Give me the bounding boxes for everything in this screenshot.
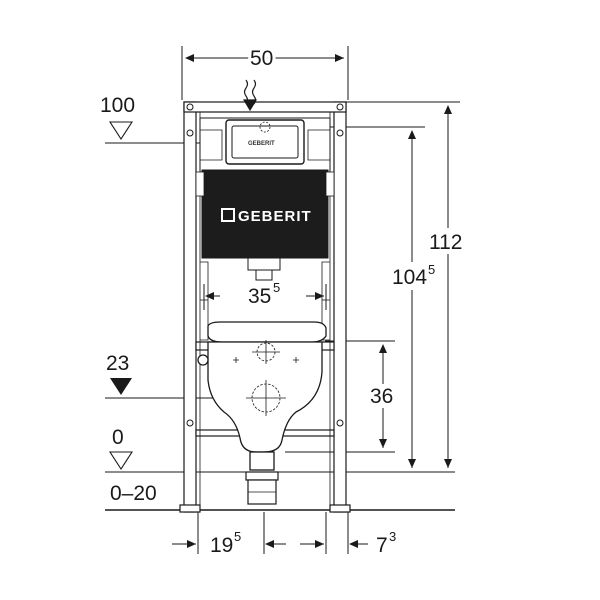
bowl-crosshairs [233, 340, 299, 416]
cistern-brand: GEBERIT [238, 208, 312, 225]
level-marker-floor: 0 [108, 426, 134, 471]
level-marker-top: 100 [100, 94, 135, 141]
dim-bottom-left-sup: 5 [234, 529, 241, 544]
dim-flush-spacing-label: 35 [248, 285, 271, 308]
dim-frame-height: 104 5 [390, 262, 442, 290]
level-floor-label: 0 [112, 426, 124, 449]
dim-frame-height-label: 104 [392, 266, 427, 289]
side-struts [200, 261, 330, 341]
cistern: GEBERIT GEBERIT [195, 117, 335, 281]
dim-bottom-right-sup: 3 [389, 529, 396, 544]
wc-bowl [197, 321, 327, 471]
dim-total-height-label: 112 [429, 231, 462, 254]
drain-pipe [245, 471, 279, 505]
dim-bowl-height-label: 36 [370, 385, 393, 408]
dimension-lines [172, 46, 452, 554]
level-marker-seat: 23 [106, 352, 132, 395]
dim-total-height: 112 [428, 228, 472, 254]
flush-plate-brand: GEBERIT [248, 141, 275, 147]
dim-bottom-left-label: 19 [210, 534, 233, 557]
water-supply-icon [242, 79, 258, 112]
dim-frame-height-sup: 5 [428, 262, 435, 277]
flush-plate [225, 119, 305, 165]
dim-flush-spacing: 35 5 [248, 280, 280, 308]
dim-bottom-right: 7 3 [376, 529, 396, 557]
level-seat-label: 23 [106, 352, 129, 375]
dim-flush-spacing-sup: 5 [273, 280, 280, 295]
geberit-logo-icon [221, 208, 235, 222]
level-top-label: 100 [100, 94, 135, 117]
dim-bowl-height: 36 [366, 384, 400, 408]
dim-bottom-left: 19 5 [210, 529, 241, 557]
dim-bottom-right-label: 7 [376, 534, 388, 557]
level-floor-range-label: 0–20 [110, 482, 157, 505]
dim-width-label: 50 [250, 47, 273, 70]
frame-screws [186, 103, 344, 427]
